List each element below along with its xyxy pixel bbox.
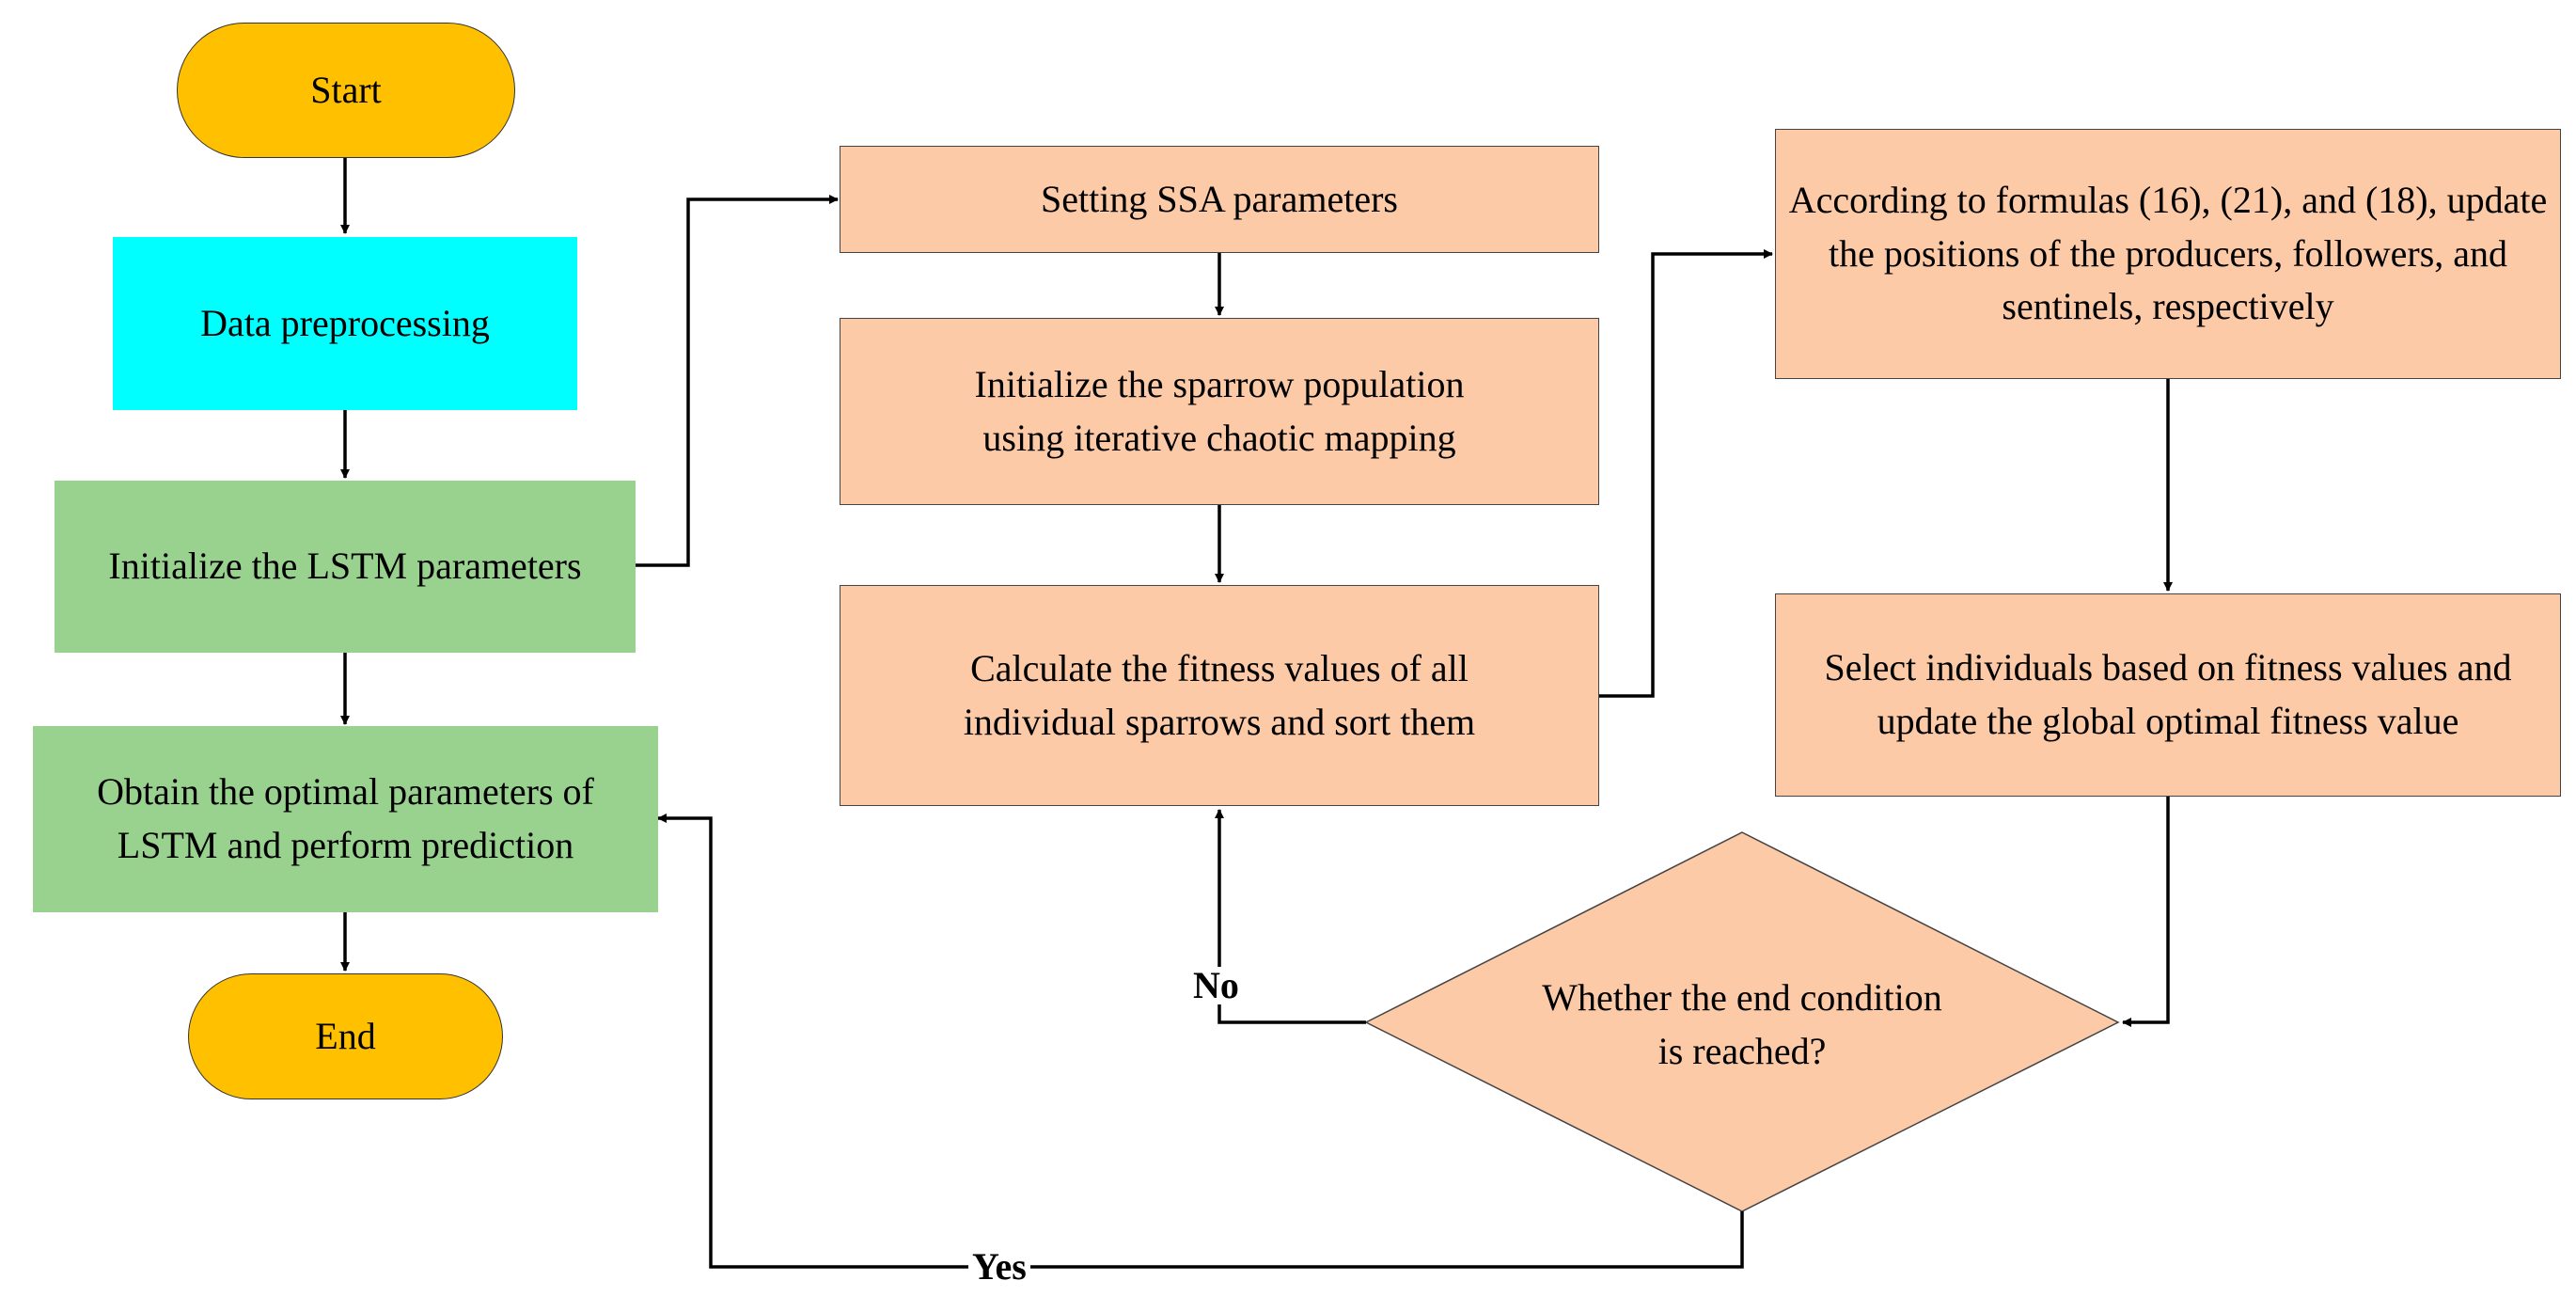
start-terminal: Start <box>177 23 515 158</box>
start-label: Start <box>310 68 382 111</box>
update-positions-box: According to formulas (16), (21), and (1… <box>1775 129 2561 379</box>
obtain-optimal-label: Obtain the optimal parameters of LSTM an… <box>97 770 594 866</box>
end-condition-label: Whether the end condition is reached? <box>1542 976 1942 1072</box>
init-sparrow-label: Initialize the sparrow population using … <box>974 362 1465 459</box>
no-label: No <box>1189 967 1243 1004</box>
end-condition-label-box: Whether the end condition is reached? <box>1469 955 2015 1096</box>
init-sparrow-box: Initialize the sparrow population using … <box>840 318 1599 505</box>
update-positions-label: According to formulas (16), (21), and (1… <box>1788 178 2548 328</box>
select-individuals-label: Select individuals based on fitness valu… <box>1824 646 2512 742</box>
select-individuals-box: Select individuals based on fitness valu… <box>1775 593 2561 797</box>
end-label: End <box>315 1014 376 1057</box>
setting-ssa-label: Setting SSA parameters <box>1041 177 1398 220</box>
arrow-decision-yes-to-obtain <box>657 814 1744 1269</box>
calc-fitness-label: Calculate the fitness values of all indi… <box>963 646 1476 743</box>
init-lstm-label: Initialize the LSTM parameters <box>108 545 582 588</box>
arrow-decision-no-to-calc-fitness <box>1215 809 1366 1024</box>
end-terminal: End <box>188 973 503 1099</box>
data-preprocessing-label: Data preprocessing <box>200 301 490 344</box>
init-lstm-box: Initialize the LSTM parameters <box>55 481 636 653</box>
arrow-init-lstm-to-setting-ssa <box>636 195 839 567</box>
setting-ssa-box: Setting SSA parameters <box>840 146 1599 253</box>
arrow-calc-fitness-to-update <box>1599 249 1773 698</box>
calc-fitness-box: Calculate the fitness values of all indi… <box>840 585 1599 806</box>
data-preprocessing-box: Data preprocessing <box>113 237 577 410</box>
arrow-select-to-decision <box>2122 797 2170 1027</box>
obtain-optimal-box: Obtain the optimal parameters of LSTM an… <box>33 726 658 912</box>
yes-label: Yes <box>968 1248 1030 1286</box>
